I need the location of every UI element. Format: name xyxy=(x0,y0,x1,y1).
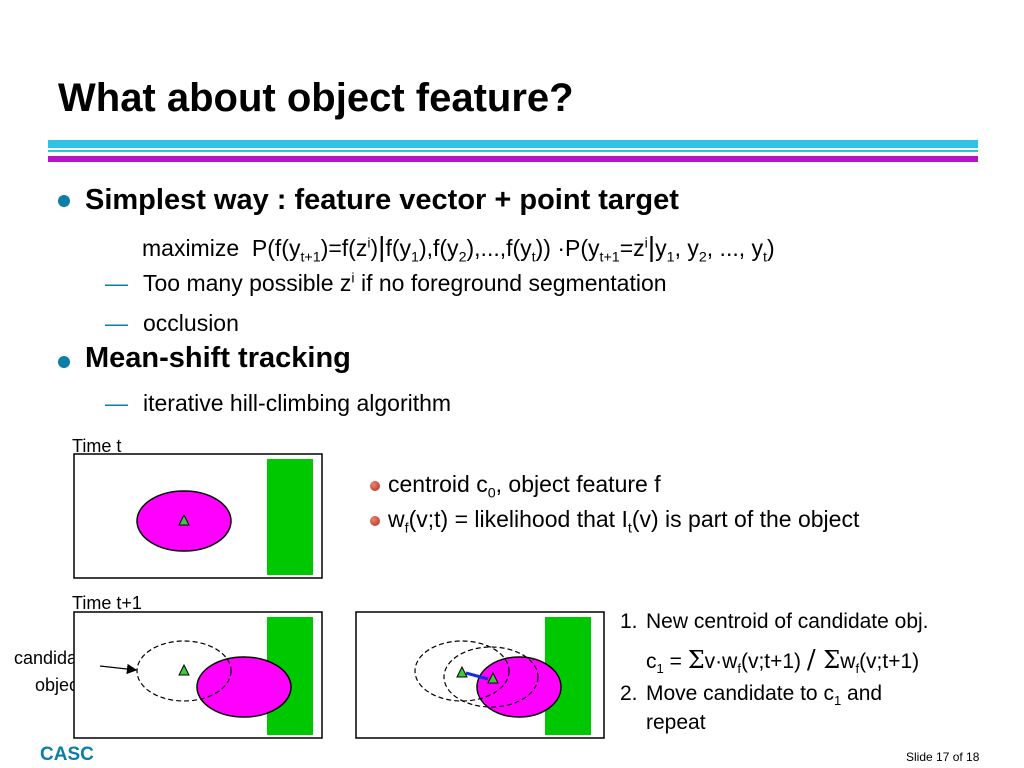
label-time-t: Time t xyxy=(72,436,122,456)
footer-slide-number: Slide 17 of 18 xyxy=(906,750,980,764)
candidate-centroid-left xyxy=(178,663,190,676)
bullet-2-heading: Mean-shift tracking xyxy=(85,342,351,374)
formula-sub: 1 xyxy=(666,249,675,266)
note-sub: 0 xyxy=(487,485,496,502)
formula-sub: t xyxy=(531,249,536,266)
formula-part: ) xyxy=(370,235,379,261)
step-sub: 1 xyxy=(833,693,842,709)
candidate-centroid-right-1 xyxy=(456,665,468,678)
bullet-dot-2 xyxy=(58,356,70,368)
formula-part: , ..., y xyxy=(706,235,764,261)
formula-part: )) ·P(y xyxy=(535,235,600,261)
formula-part: , y xyxy=(674,235,699,261)
note-text: w xyxy=(388,506,405,532)
shift-arrow xyxy=(465,671,489,681)
formula-text: (v;t+1) xyxy=(859,650,920,673)
step-1-text: New centroid of candidate obj. xyxy=(646,610,929,633)
candidate-centroid-right-2 xyxy=(487,671,499,684)
note-sub: f xyxy=(404,520,409,537)
candidate-label-2: object xyxy=(35,675,84,695)
bullet-2-sub-1: iterative hill-climbing algorithm xyxy=(143,390,452,416)
step-2-num: 2. xyxy=(620,682,638,705)
formula-text: c xyxy=(646,650,657,673)
formula-sub: 1 xyxy=(411,249,419,266)
formula-part: f(y xyxy=(385,235,412,261)
frame-time-t1-left xyxy=(73,611,323,739)
dash-2: — xyxy=(105,310,128,336)
formula-bar: | xyxy=(378,231,386,262)
centroid-triangle-t xyxy=(178,513,190,526)
formula-sub: 2 xyxy=(698,249,707,266)
note-text: (v;t) = likelihood that I xyxy=(408,506,628,532)
formula-part: ) xyxy=(766,235,775,261)
step-1-num: 1. xyxy=(620,610,638,633)
title-bar-cyan xyxy=(48,140,978,148)
formula-maximize: maximize xyxy=(142,235,240,261)
sub-sup: i xyxy=(351,270,355,287)
formula-text: v·w xyxy=(704,650,738,673)
candidate-pointer-arrow xyxy=(99,663,138,675)
formula-part: y xyxy=(655,235,667,261)
note-sub: t xyxy=(627,520,632,537)
formula-text: (v;t+1) xyxy=(740,650,807,673)
title-bar-cyan-thin xyxy=(48,150,978,152)
note-1: centroid c0, object feature f xyxy=(388,471,661,501)
note-2: wf(v;t) = likelihood that It(v) is part … xyxy=(388,506,860,536)
title-bar-magenta xyxy=(48,156,978,162)
step-2-text-cont: repeat xyxy=(646,711,706,734)
formula-text: w xyxy=(840,650,856,673)
dash-3: — xyxy=(105,390,128,416)
formula-sub: 1 xyxy=(656,661,664,677)
frame-time-t xyxy=(73,453,323,579)
note-text: , object feature f xyxy=(495,471,661,497)
formula-bar: | xyxy=(647,231,656,262)
formula-sub: 2 xyxy=(458,249,467,266)
step-2-text: Move candidate to c1 and xyxy=(646,682,883,709)
division-slash: / xyxy=(806,645,816,675)
step-text: and xyxy=(841,682,883,705)
formula-part: P(f(y xyxy=(251,235,301,261)
green-rect-t xyxy=(267,459,313,575)
label-time-t1: Time t+1 xyxy=(72,593,142,613)
sub-text: if no foreground segmentation xyxy=(354,270,667,296)
formula-sub: f xyxy=(855,661,860,677)
frame-time-t1-right xyxy=(355,611,605,739)
formula-text: = xyxy=(663,650,688,673)
step-1-formula: c1 = Σv·wf(v;t+1) / Σwf(v;t+1) xyxy=(646,645,919,675)
note-text: (v) is part of the object xyxy=(631,506,860,532)
formula-sub: t+1 xyxy=(599,249,620,266)
candidate-ellipse-right-2 xyxy=(443,646,539,708)
bullet-1-sub-2: occlusion xyxy=(143,310,239,336)
formula-line: maximize P(f(yt+1)=f(zi)|f(y1),f(y2),...… xyxy=(142,231,775,266)
object-ellipse-t1-left xyxy=(196,656,292,718)
formula-part: )=f(z xyxy=(320,235,368,261)
formula-sub: t+1 xyxy=(300,249,321,266)
sigma-symbol: Σ xyxy=(815,646,841,674)
step-text: Move candidate to c xyxy=(646,682,834,705)
bullet-1-sub-1: Too many possible zi if no foreground se… xyxy=(143,270,667,297)
dash-1: — xyxy=(105,270,128,296)
footer-org: CASC xyxy=(40,744,94,765)
formula-sub: f xyxy=(737,661,741,677)
candidate-label-1: candidate xyxy=(14,648,93,668)
formula-sub: t xyxy=(763,249,767,266)
candidate-ellipse-right-1 xyxy=(414,640,510,702)
bullet-1-heading: Simplest way : feature vector + point ta… xyxy=(85,184,679,216)
object-ellipse-t1-right xyxy=(476,656,562,718)
sigma-symbol: Σ xyxy=(687,646,705,674)
bullet-dot-1 xyxy=(58,195,70,207)
formula-part: ),f(y xyxy=(418,235,459,261)
note-text: centroid c xyxy=(388,471,488,497)
sub-text: Too many possible z xyxy=(143,270,352,296)
formula-part: ),...,f(y xyxy=(466,235,532,261)
note-dot-2 xyxy=(370,516,380,526)
slide-title: What about object feature? xyxy=(58,76,574,120)
note-dot-1 xyxy=(370,481,380,491)
formula-sup: i xyxy=(367,235,371,252)
formula-sup: i xyxy=(644,235,648,252)
formula-part: =z xyxy=(619,235,645,261)
